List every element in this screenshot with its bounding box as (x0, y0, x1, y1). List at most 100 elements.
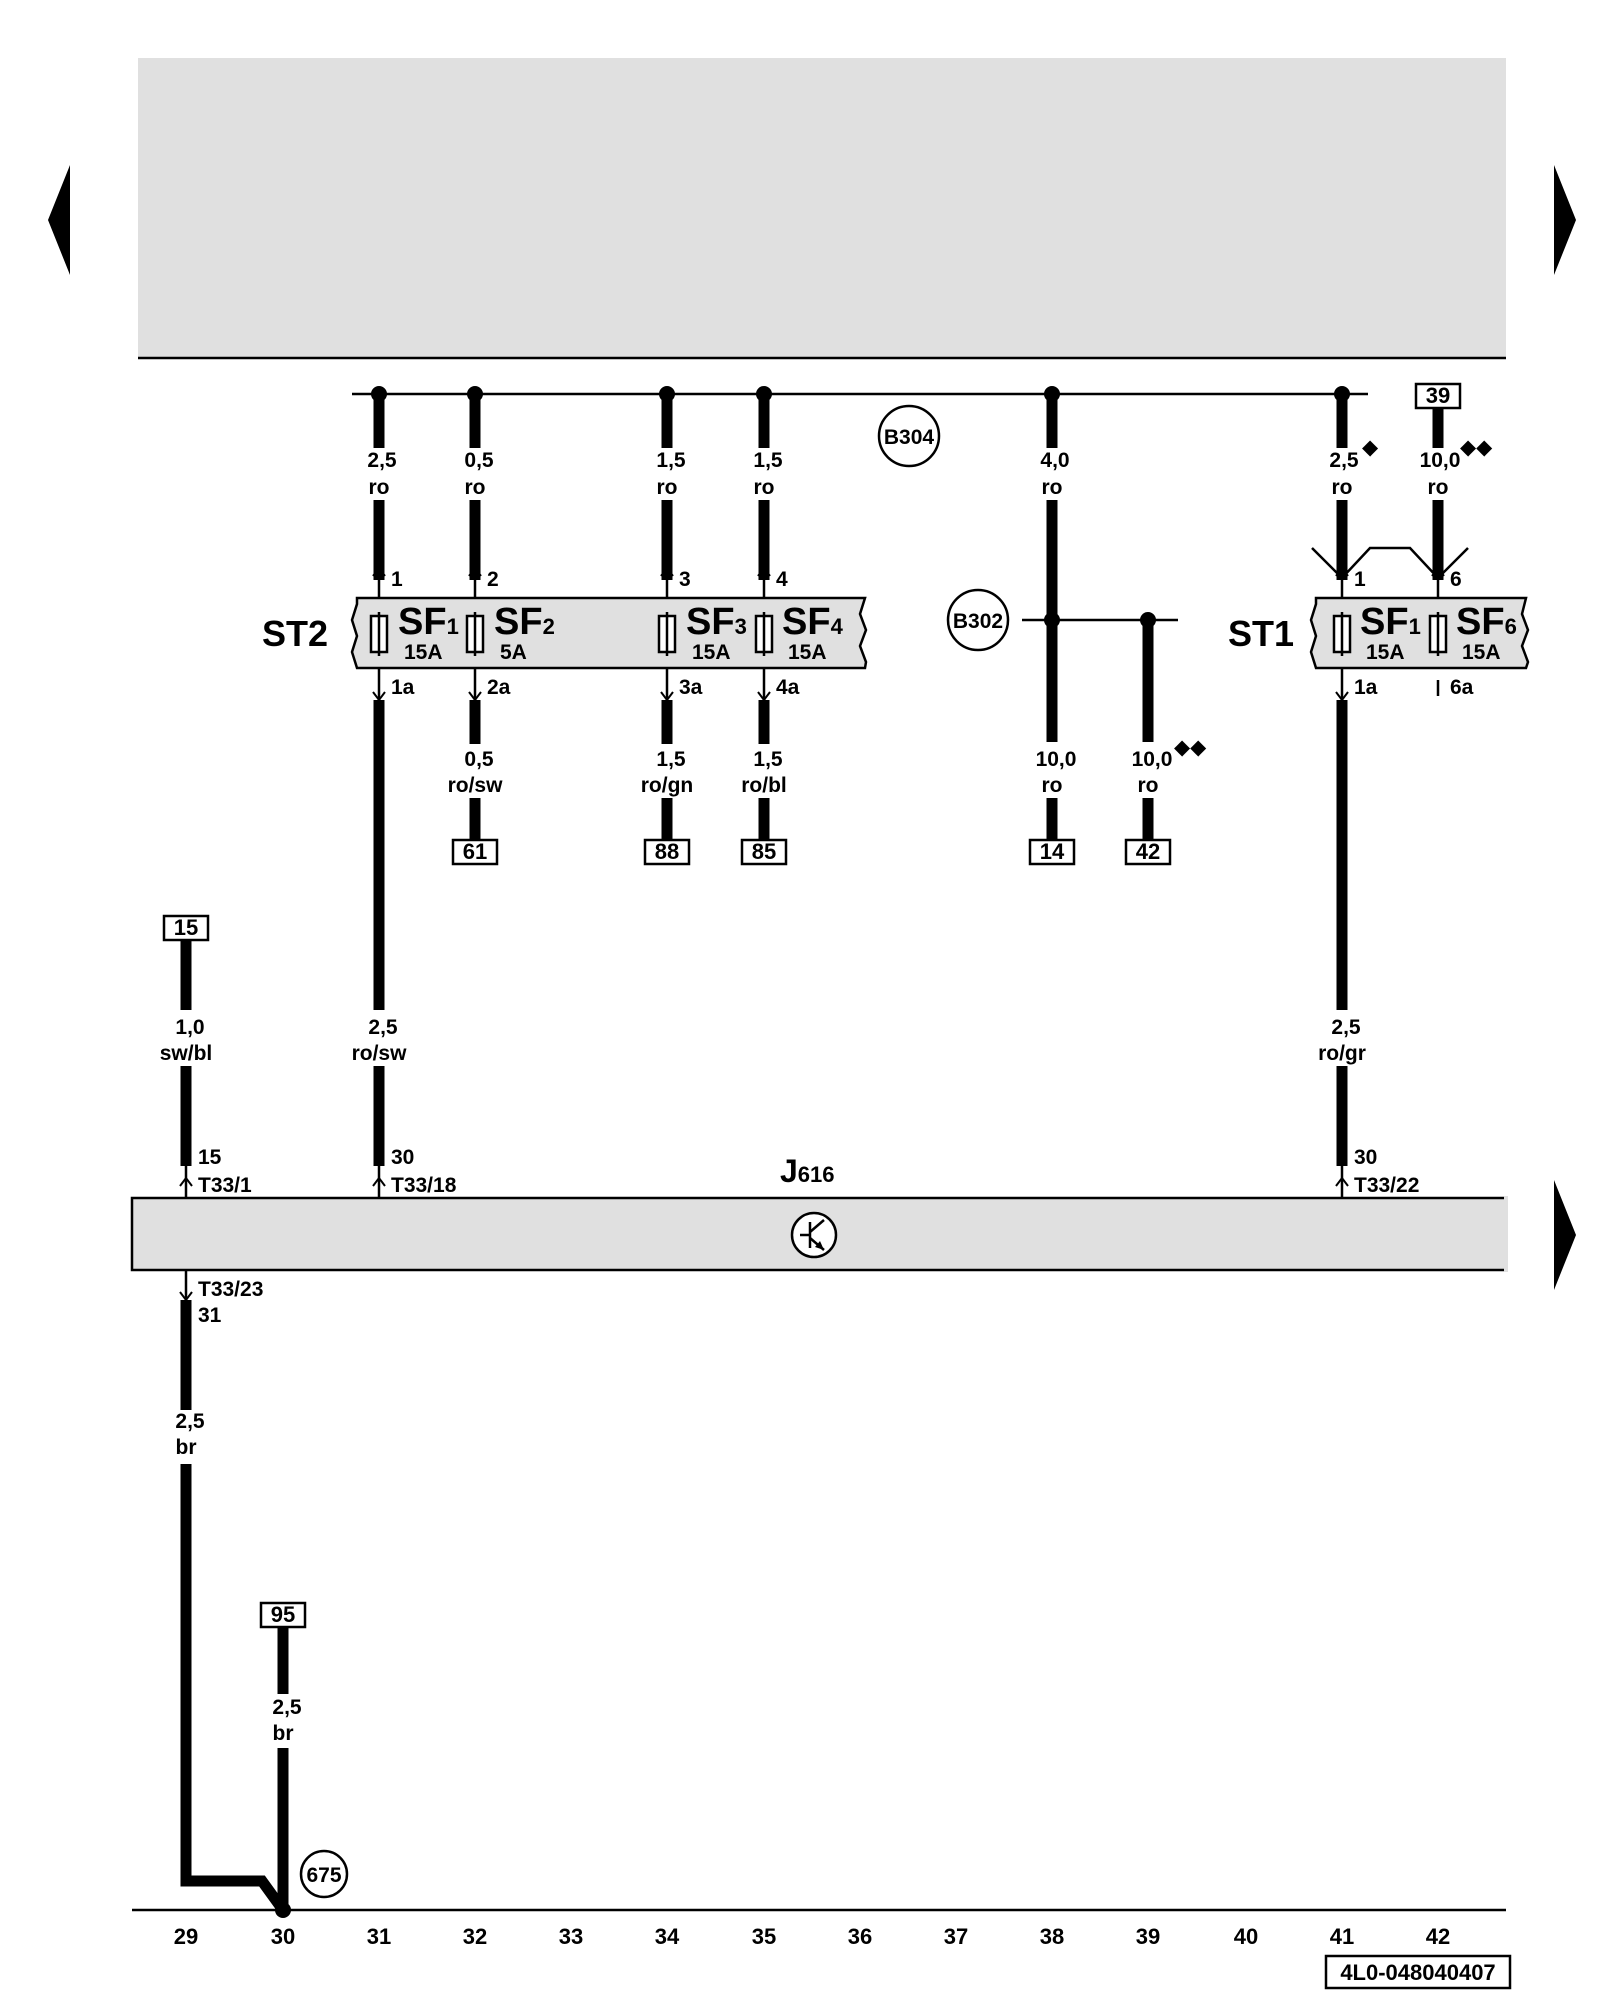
scale-number: 33 (559, 1924, 583, 1949)
reference-95-label: 95 (271, 1602, 295, 1627)
pin-connector: T33/18 (391, 1174, 457, 1197)
wire-size: 2,5 (175, 1410, 205, 1433)
fuse-bridge (1311, 546, 1469, 580)
wire-size: 10,0 (1132, 748, 1173, 771)
fuse-in-pin: 4 (776, 568, 788, 591)
pin-arrow (1335, 1176, 1349, 1187)
ground-675-label: 675 (306, 1864, 341, 1887)
fuse-name: SF6 (1456, 601, 1517, 643)
fuse-in-pin: 6 (1450, 568, 1462, 591)
diagram-id: 4L0-048040407 (1340, 1960, 1495, 1985)
scale-number: 29 (174, 1924, 198, 1949)
reference-42-label: 42 (1136, 839, 1160, 864)
wire-size: 2,5 (367, 449, 397, 472)
wire-mark: ◆◆ (1174, 736, 1207, 759)
prev-page-arrow[interactable] (48, 165, 70, 275)
pin-connector: T33/22 (1354, 1174, 1419, 1197)
wire-color: ro/sw (352, 1042, 408, 1065)
reference-box-14[interactable] (1028, 838, 1076, 866)
fuse-rating: 15A (1366, 641, 1405, 664)
wire-size: 1,5 (753, 449, 783, 472)
wire-size: 1,5 (656, 748, 686, 771)
scale-number: 32 (463, 1924, 487, 1949)
reference-box-88[interactable] (643, 838, 691, 866)
wire-color: ro (1042, 774, 1063, 797)
reference-box-42[interactable] (1124, 838, 1172, 866)
pin-arrow (372, 1176, 386, 1187)
scale-number: 37 (944, 1924, 968, 1949)
pin-terminal: 30 (391, 1146, 414, 1169)
header-blank-area (138, 58, 1506, 358)
wire-color: br (176, 1436, 197, 1459)
pin-arrow (179, 1176, 193, 1187)
fuse-name: SF1 (398, 601, 459, 643)
wire-color: ro (1138, 774, 1159, 797)
fuse-out-pin: 3a (679, 676, 703, 699)
wire-size: 2,5 (272, 1696, 302, 1719)
wire-size: 2,5 (1329, 449, 1359, 472)
diagram-id-box (1324, 1954, 1512, 1990)
scale-number: 31 (367, 1924, 391, 1949)
fuse-holder-st2-label: ST2 (262, 613, 328, 654)
wire-size: 4,0 (1040, 449, 1069, 472)
wire-size: 1,5 (753, 748, 783, 771)
reference-box-15[interactable] (162, 914, 210, 942)
wire-size: 2,5 (1331, 1016, 1361, 1039)
fuse-rating: 15A (788, 641, 827, 664)
wire-size: 10,0 (1420, 449, 1461, 472)
scale-number: 40 (1234, 1924, 1258, 1949)
next-page-arrow-lower[interactable] (1554, 1180, 1576, 1290)
reference-box-61[interactable] (451, 838, 499, 866)
pin-terminal: 15 (198, 1146, 222, 1169)
fuse-holder-st1 (1309, 596, 1530, 670)
wire-mark: ◆◆ (1460, 436, 1493, 459)
scale-number: 41 (1330, 1924, 1354, 1949)
wire-color: br (273, 1722, 294, 1745)
fuse-out-pin: 2a (487, 676, 511, 699)
reference-61-label: 61 (463, 839, 487, 864)
fuse-name: SF1 (1360, 601, 1421, 643)
reference-box-85[interactable] (740, 838, 788, 866)
reference-85-label: 85 (752, 839, 776, 864)
fuse-rating: 15A (692, 641, 731, 664)
pin-connector: T33/1 (198, 1174, 252, 1197)
scale-number: 42 (1426, 1924, 1450, 1949)
control-unit-label: J616 (780, 1153, 835, 1189)
wire-size: 1,0 (175, 1016, 204, 1039)
fuse-name: SF3 (686, 601, 747, 643)
wire-size: 1,5 (656, 449, 686, 472)
wire-29-low (180, 1464, 288, 1914)
next-page-arrow[interactable] (1554, 165, 1576, 275)
fuse-rating: 15A (404, 641, 443, 664)
pin-connector: T33/23 (198, 1278, 263, 1301)
ground-point-675 (299, 1849, 349, 1899)
fuse-holder-st1-label: ST1 (1228, 613, 1294, 654)
reference-39-label: 39 (1426, 383, 1450, 408)
wire-size: 0,5 (464, 748, 494, 771)
scale-number: 30 (271, 1924, 295, 1949)
wire-color: ro (1332, 476, 1353, 499)
pin-terminal: 31 (198, 1304, 222, 1327)
reference-box-39[interactable] (1414, 382, 1462, 410)
fuse-out-pin: 6a (1450, 676, 1474, 699)
wire-color: ro (465, 476, 486, 499)
wire-size: 2,5 (368, 1016, 398, 1039)
wire-color: ro/gr (1318, 1042, 1366, 1065)
fuse-rating: 5A (500, 641, 527, 664)
scale-number: 39 (1136, 1924, 1160, 1949)
scale-number: 38 (1040, 1924, 1064, 1949)
wire-color: ro (1428, 476, 1449, 499)
fuse-in-pin: 2 (487, 568, 499, 591)
scale-number: 34 (655, 1924, 680, 1949)
fuse-in-pin: 1 (391, 568, 403, 591)
ground-point-b304 (877, 404, 941, 468)
junction-dot (1044, 612, 1060, 628)
pin-terminal: 30 (1354, 1146, 1377, 1169)
wire-color: ro (369, 476, 390, 499)
scale-row: 29 30 31 32 33 34 35 36 37 38 39 40 41 4… (174, 1924, 1450, 1949)
wire-mark: ◆ (1362, 436, 1379, 459)
fuse-rating: 15A (1462, 641, 1501, 664)
scale-number: 36 (848, 1924, 872, 1949)
wire-color: ro/gn (641, 774, 694, 797)
